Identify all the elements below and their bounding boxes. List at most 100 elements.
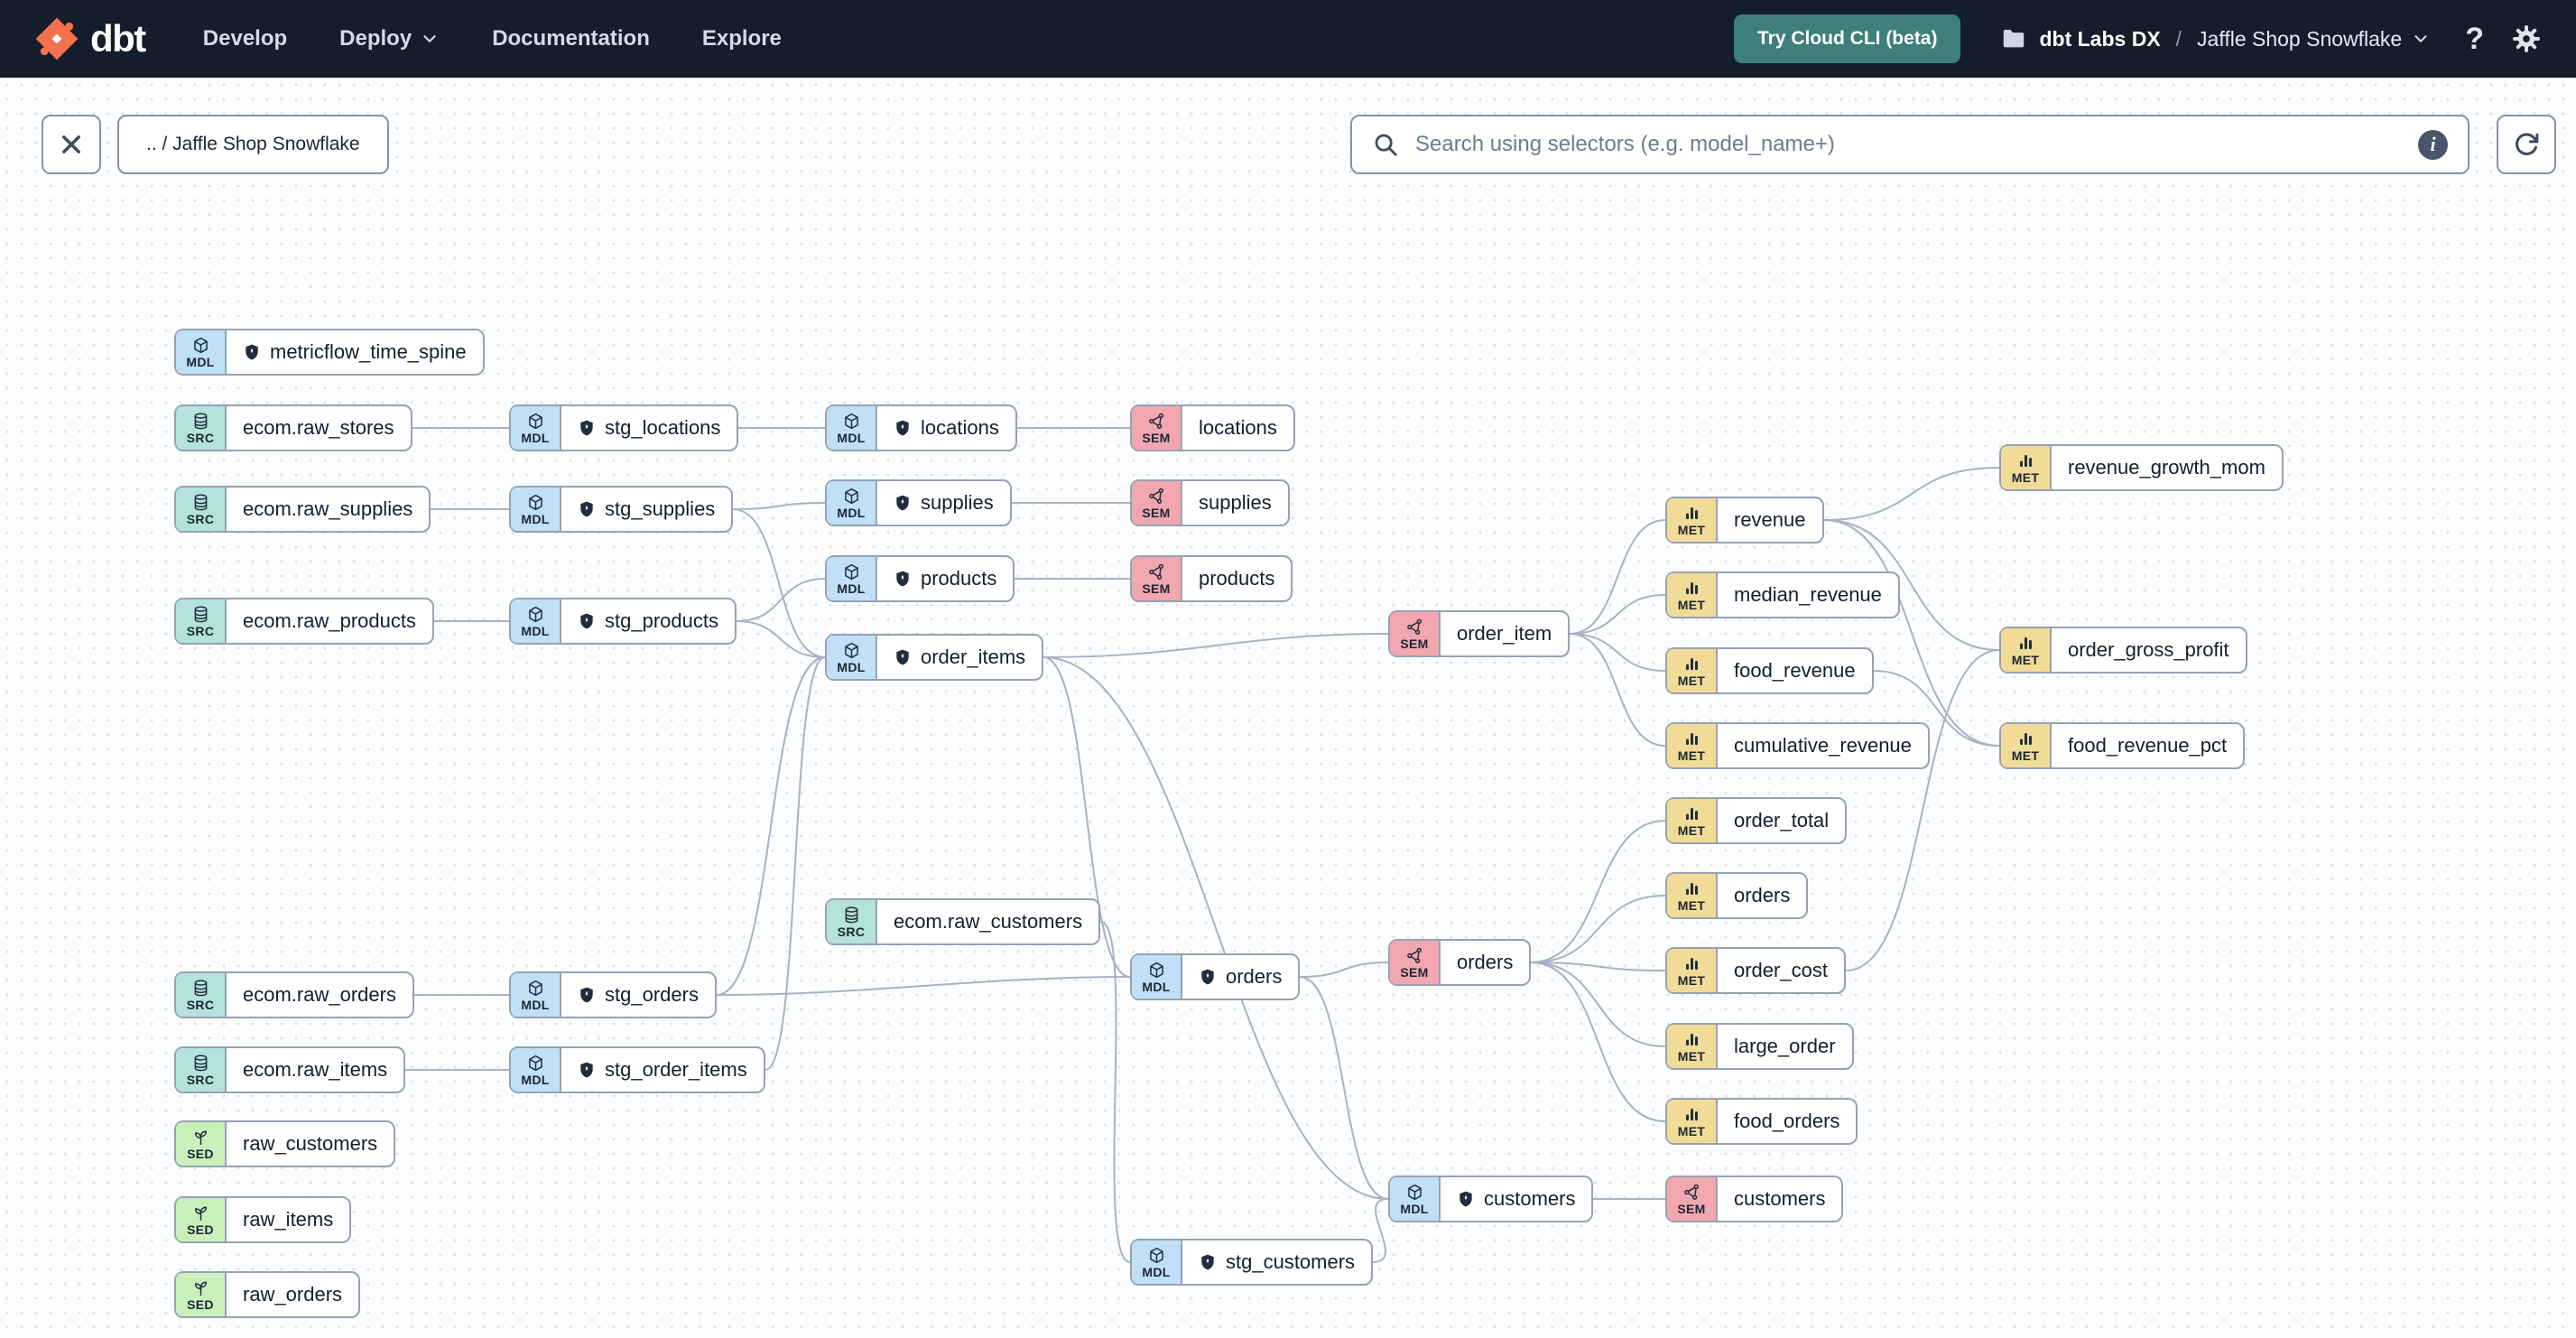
gear-icon[interactable] <box>2511 23 2542 54</box>
node-label: raw_orders <box>243 1283 343 1305</box>
node-label: food_revenue <box>1734 659 1856 682</box>
seedling-icon: SED <box>176 1122 227 1166</box>
nav-item-develop[interactable]: Develop <box>203 26 287 51</box>
node-label: customers <box>1734 1187 1826 1210</box>
database-icon: SRC <box>176 599 227 643</box>
node-type-label: MET <box>1677 898 1706 913</box>
try-cloud-cli-button[interactable]: Try Cloud CLI (beta) <box>1733 14 1961 63</box>
node-type-label: MET <box>1677 598 1706 612</box>
node-type-label: SRC <box>186 431 215 445</box>
node-label: ecom.raw_stores <box>243 416 394 439</box>
node-label: stg_orders <box>605 983 699 1006</box>
node-body: ecom.raw_supplies <box>227 488 429 531</box>
node-type-label: MET <box>1677 523 1706 537</box>
shield-icon <box>1199 1252 1217 1272</box>
nav-item-deploy[interactable]: Deploy <box>339 26 440 51</box>
shield-icon <box>894 418 912 438</box>
edge-stg-products-to-products <box>736 578 826 622</box>
node-src-raw-stores[interactable]: SRC ecom.raw_stores <box>174 404 412 451</box>
edge-sem-orders-to-met-large-order <box>1530 962 1666 1047</box>
close-button[interactable] <box>42 115 101 174</box>
cube-icon: MDL <box>511 599 561 643</box>
node-type-label: SRC <box>837 925 866 939</box>
cube-icon: MDL <box>176 330 227 374</box>
semantic-graph-icon: SEM <box>1667 1177 1718 1221</box>
node-body: stg_supplies <box>561 488 731 531</box>
nav-item-explore[interactable]: Explore <box>702 26 782 51</box>
bar-chart-icon: MET <box>1667 949 1718 992</box>
node-stg-products[interactable]: MDL stg_products <box>509 598 737 645</box>
semantic-graph-icon: SEM <box>1132 481 1182 525</box>
node-sem-customers[interactable]: SEM customers <box>1665 1175 1844 1222</box>
info-icon[interactable]: i <box>2418 129 2448 160</box>
node-body: orders <box>1182 955 1298 999</box>
project-selector[interactable]: Jaffle Shop Snowflake <box>2197 27 2431 51</box>
shield-icon <box>894 493 912 513</box>
dbt-logo-icon <box>35 17 79 60</box>
refresh-button[interactable] <box>2497 115 2556 174</box>
lineage-canvas[interactable]: .. / Jaffle Shop Snowflake i MDLmetricfl… <box>0 78 2576 1338</box>
bar-chart-icon: MET <box>1667 1100 1718 1143</box>
node-stg-orders[interactable]: MDL stg_orders <box>509 971 717 1018</box>
node-type-label: MDL <box>521 998 550 1012</box>
dbt-logo[interactable]: dbt <box>34 16 146 61</box>
node-label: stg_products <box>605 609 718 632</box>
bar-chart-icon: MET <box>2001 724 2052 767</box>
node-label: stg_customers <box>1226 1250 1356 1273</box>
seedling-icon: SED <box>176 1273 227 1316</box>
shield-icon <box>578 985 596 1005</box>
edge-order-items-to-customers-mdl <box>1042 656 1389 1200</box>
nav-item-documentation[interactable]: Documentation <box>492 26 650 51</box>
bar-chart-icon: MET <box>2001 446 2052 489</box>
node-label: products <box>1199 567 1275 590</box>
cube-icon: MDL <box>827 481 877 525</box>
close-icon <box>62 135 80 153</box>
help-icon[interactable]: ? <box>2465 21 2484 56</box>
edge-orders-mdl-to-customers-mdl <box>1299 976 1389 1200</box>
nav-item-label: Deploy <box>339 26 412 51</box>
cube-icon: MDL <box>827 406 877 450</box>
node-type-label: MDL <box>837 431 866 445</box>
node-label: locations <box>1199 416 1277 439</box>
account-name[interactable]: dbt Labs DX <box>2039 26 2161 51</box>
search-input[interactable] <box>1413 131 2404 158</box>
node-seed-raw-orders[interactable]: SED raw_orders <box>174 1271 361 1318</box>
lineage-breadcrumb[interactable]: .. / Jaffle Shop Snowflake <box>117 115 389 174</box>
database-icon: SRC <box>176 406 227 450</box>
